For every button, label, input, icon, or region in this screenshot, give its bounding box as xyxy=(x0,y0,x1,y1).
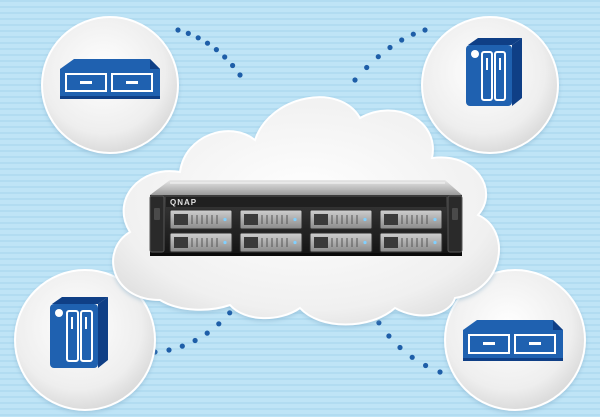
connection-dot xyxy=(195,35,201,41)
drive-bay[interactable] xyxy=(169,209,233,230)
connection-dot xyxy=(237,72,243,78)
connection-dot xyxy=(192,337,198,344)
tower-nas-icon xyxy=(50,297,108,368)
nas-brand-label: QNAP xyxy=(170,198,197,207)
connection-dot xyxy=(376,320,382,326)
rackmount-nas-server[interactable]: QNAP xyxy=(149,180,463,256)
rackmount-nas-icon xyxy=(60,59,160,99)
drive-bay[interactable] xyxy=(309,232,373,253)
drive-bay[interactable] xyxy=(239,209,303,230)
connection-dot xyxy=(216,321,222,327)
drive-bays xyxy=(169,209,443,253)
tower-nas-icon xyxy=(466,38,522,106)
drive-bay[interactable] xyxy=(379,232,443,253)
connection-dot xyxy=(364,64,370,71)
connection-dot xyxy=(437,369,443,375)
drive-bay[interactable] xyxy=(169,232,233,253)
rackmount-nas-icon xyxy=(463,320,563,361)
connection-dot xyxy=(352,77,358,83)
connection-dot xyxy=(204,330,210,336)
connection-dots xyxy=(152,27,443,375)
connection-dot xyxy=(399,37,405,43)
connection-dot xyxy=(410,31,416,37)
connection-dot xyxy=(423,362,429,369)
drive-bay[interactable] xyxy=(379,209,443,230)
connection-dot xyxy=(222,54,228,60)
connection-dot xyxy=(166,347,172,353)
connection-dot xyxy=(185,30,191,36)
drive-bay[interactable] xyxy=(239,232,303,253)
connection-dot xyxy=(375,54,381,60)
connection-dot xyxy=(422,27,428,33)
connection-dot xyxy=(227,310,233,316)
connection-dot xyxy=(204,40,211,46)
connection-dot xyxy=(213,47,219,53)
connection-dot xyxy=(397,344,403,351)
connection-dot xyxy=(179,343,185,349)
connection-dot xyxy=(386,333,392,339)
connection-dot xyxy=(409,354,415,360)
connection-dot xyxy=(387,44,393,51)
connection-dot xyxy=(175,27,181,33)
connection-dot xyxy=(230,62,236,69)
drive-bay[interactable] xyxy=(309,209,373,230)
